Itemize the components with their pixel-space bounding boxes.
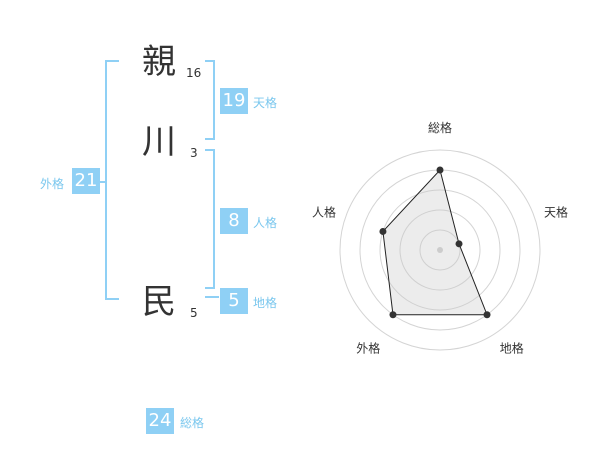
stroke-count-1: 16 xyxy=(186,66,202,80)
gaikaku-connector xyxy=(99,181,105,183)
radar-axis-label-2: 天格 xyxy=(544,204,568,219)
soukaku-value: 24 xyxy=(146,408,174,434)
soukaku-label: 総格 xyxy=(180,416,205,430)
radar-point-4 xyxy=(389,311,397,319)
chikaku-label: 地格 xyxy=(253,296,278,310)
radar-axis-label-5: 人格 xyxy=(312,204,336,219)
radar-axis-label-1: 総格 xyxy=(428,120,452,135)
stroke-count-3: 5 xyxy=(190,306,198,320)
radar-point-2 xyxy=(455,240,463,248)
gaikaku-value: 21 xyxy=(72,168,100,194)
name-char-3: 民 xyxy=(142,282,176,322)
radar-axis-label-4: 外格 xyxy=(356,341,380,356)
radar-axis-label-3: 地格 xyxy=(500,341,524,356)
gaikaku-label: 外格 xyxy=(40,177,65,191)
jinkaku-value: 8 xyxy=(220,208,248,234)
gaikaku-bracket xyxy=(105,60,119,300)
jinkaku-label: 人格 xyxy=(253,216,278,230)
stroke-count-2: 3 xyxy=(190,146,198,160)
jinkaku-bracket xyxy=(205,149,215,289)
tenkaku-label: 天格 xyxy=(253,96,278,110)
tenkaku-bracket xyxy=(205,60,215,140)
radar-data-polygon xyxy=(382,168,488,316)
radar-point-1 xyxy=(436,166,444,174)
radar-point-3 xyxy=(483,311,491,319)
radar-point-5 xyxy=(379,227,387,235)
tenkaku-value: 19 xyxy=(220,88,248,114)
chikaku-value: 5 xyxy=(220,288,248,314)
radar-center-dot xyxy=(437,247,443,253)
chikaku-connector xyxy=(205,296,219,298)
name-char-2: 川 xyxy=(142,122,176,162)
name-char-1: 親 xyxy=(142,42,176,82)
